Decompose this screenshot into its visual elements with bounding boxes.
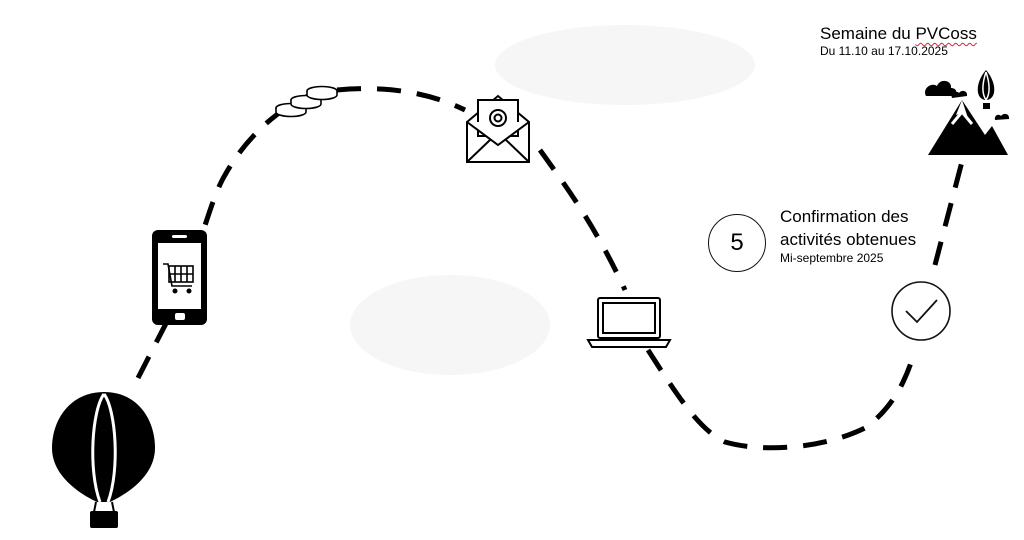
checkmark-circle-icon <box>891 281 951 341</box>
event-title: Semaine du PVCoss <box>820 24 977 43</box>
mountain-balloon-icon <box>925 70 1010 155</box>
smartphone-cart-icon <box>152 230 207 325</box>
coins-icon <box>275 85 338 118</box>
hot-air-balloon-icon <box>52 392 155 528</box>
step-title: Confirmation des activités obtenues <box>780 207 917 249</box>
event-title-highlight: PVCoss <box>915 24 977 43</box>
laptop-icon <box>586 297 672 348</box>
step-date: Mi-septembre 2025 <box>780 251 884 265</box>
background-smudges <box>350 25 755 375</box>
email-icon <box>466 94 530 163</box>
event-dates: Du 11.10 au 17.10.2025 <box>820 44 948 58</box>
journey-path <box>135 86 968 451</box>
step-number: 5 <box>730 229 744 256</box>
step-number-circle: 5 <box>708 214 766 272</box>
